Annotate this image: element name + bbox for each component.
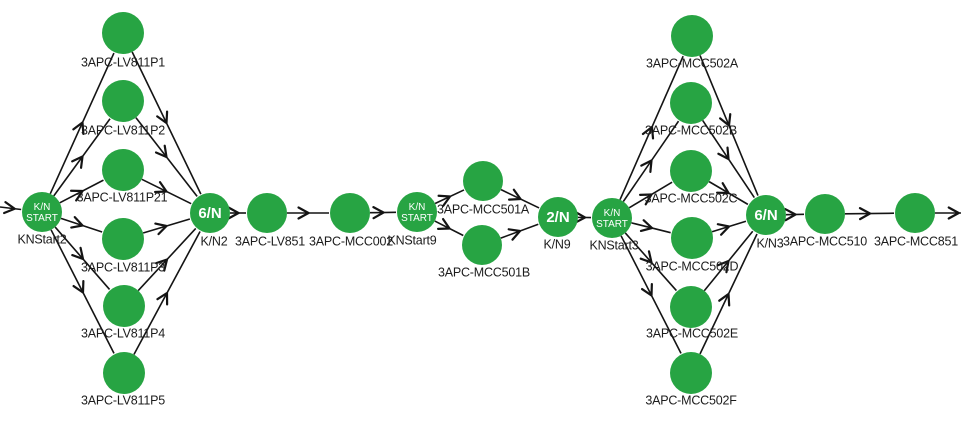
node-label-lv851: 3APC-LV851 <box>235 235 305 249</box>
arrowhead-icon <box>154 144 168 159</box>
arrowhead-icon <box>372 206 385 220</box>
arrowhead-icon <box>71 155 84 169</box>
node-circle-p1[interactable] <box>102 12 144 54</box>
edge-line-entry-start2 <box>0 206 22 211</box>
arrowhead-icon <box>297 206 310 220</box>
node-circle-kn2[interactable] <box>190 193 230 233</box>
arrowhead-icon <box>437 194 452 207</box>
node-label-c: 3APC-MCC502C <box>645 192 738 206</box>
node-circle-mcc501a[interactable] <box>463 161 503 201</box>
arrowhead-icon <box>507 228 522 241</box>
node-label-start2: KNStart2 <box>17 233 66 247</box>
node-circle-p4[interactable] <box>103 285 145 327</box>
node-circle-a[interactable] <box>671 15 713 57</box>
arrowhead-icon <box>947 206 960 220</box>
node-circle-p5[interactable] <box>103 352 145 394</box>
node-circle-c[interactable] <box>670 150 712 192</box>
arrowhead-icon <box>638 193 653 206</box>
arrowhead-icon <box>784 208 797 222</box>
arrowhead-icon <box>227 206 240 220</box>
arrowhead-icon <box>69 189 84 202</box>
arrowhead-icon <box>156 291 169 306</box>
node-label-p2: 3APC-LV811P2 <box>81 124 165 138</box>
node-label-d: 3APC-MCC502D <box>646 260 739 274</box>
arrowhead-icon <box>718 113 732 127</box>
node-circle-start3[interactable] <box>592 198 632 238</box>
node-circle-start2[interactable] <box>22 192 62 232</box>
arrowhead-icon <box>641 125 655 140</box>
arrowhead-icon <box>573 210 587 224</box>
node-label-kn9: K/N9 <box>544 238 571 252</box>
node-circle-mcc002[interactable] <box>330 193 370 233</box>
arrowhead-icon <box>3 201 16 215</box>
node-circle-mcc510[interactable] <box>805 194 845 234</box>
arrowhead-icon <box>71 246 85 261</box>
node-circle-d[interactable] <box>671 217 713 259</box>
node-label-p4: 3APC-LV811P4 <box>81 327 165 341</box>
arrowhead-icon <box>153 181 168 194</box>
node-label-mcc501a: 3APC-MCC501A <box>437 203 530 217</box>
arrowhead-icon <box>639 250 653 264</box>
node-circle-p2[interactable] <box>102 80 144 122</box>
node-text-kn3: 6/N <box>754 207 777 224</box>
arrowhead-icon <box>436 217 451 230</box>
node-label-e: 3APC-MCC502E <box>646 327 738 341</box>
node-label-p5: 3APC-LV811P5 <box>81 394 165 408</box>
node-circle-mcc501b[interactable] <box>462 225 502 265</box>
node-label-mcc510: 3APC-MCC510 <box>783 235 867 249</box>
arrowhead-icon <box>718 292 731 307</box>
arrowhead-icon <box>716 259 730 274</box>
arrowhead-icon <box>858 207 872 221</box>
arrowhead-icon <box>156 110 169 125</box>
node-circle-start9[interactable] <box>397 192 437 232</box>
arrowhead-icon <box>639 219 654 233</box>
node-circle-lv851[interactable] <box>247 193 287 233</box>
node-label-p21: 3APC-LV811P21 <box>77 191 168 205</box>
arrowhead-icon <box>154 222 168 236</box>
node-label-start9: KNStart9 <box>387 234 436 248</box>
node-circle-kn3[interactable] <box>746 195 786 235</box>
node-circle-kn9[interactable] <box>538 197 578 237</box>
node-circle-f[interactable] <box>670 352 712 394</box>
node-circle-p21[interactable] <box>102 149 144 191</box>
node-label-f: 3APC-MCC502F <box>645 394 737 408</box>
arrowhead-icon <box>70 216 84 229</box>
node-label-mcc002: 3APC-MCC002 <box>309 235 393 249</box>
node-text-kn2: 6/N <box>198 205 221 222</box>
arrowhead-icon <box>717 146 730 161</box>
arrowhead-icon <box>640 282 653 297</box>
node-label-p1: 3APC-LV811P1 <box>81 56 165 70</box>
arrowhead-icon <box>72 279 85 294</box>
arrowhead-icon <box>640 159 653 173</box>
node-label-kn2: K/N2 <box>201 235 228 249</box>
arrowhead-icon <box>72 121 85 135</box>
node-label-kn3: K/N3 <box>757 237 784 251</box>
node-label-mcc501b: 3APC-MCC501B <box>438 266 530 280</box>
arrowhead-icon <box>716 223 731 236</box>
arrowhead-icon <box>155 258 169 272</box>
arrowhead-icon <box>715 182 730 195</box>
node-label-mcc851: 3APC-MCC851 <box>874 235 958 249</box>
node-circle-e[interactable] <box>670 286 712 328</box>
node-circle-mcc851[interactable] <box>895 193 935 233</box>
node-circle-b[interactable] <box>670 82 712 124</box>
node-label-p3: 3APC-LV811P3 <box>81 261 165 275</box>
node-text-kn9: 2/N <box>546 209 569 226</box>
node-label-b: 3APC-MCC502B <box>645 124 737 138</box>
node-circle-p3[interactable] <box>102 218 144 260</box>
arrowhead-icon <box>508 188 522 201</box>
node-label-start3: KNStart3 <box>589 239 638 253</box>
node-label-a: 3APC-MCC502A <box>646 57 739 71</box>
